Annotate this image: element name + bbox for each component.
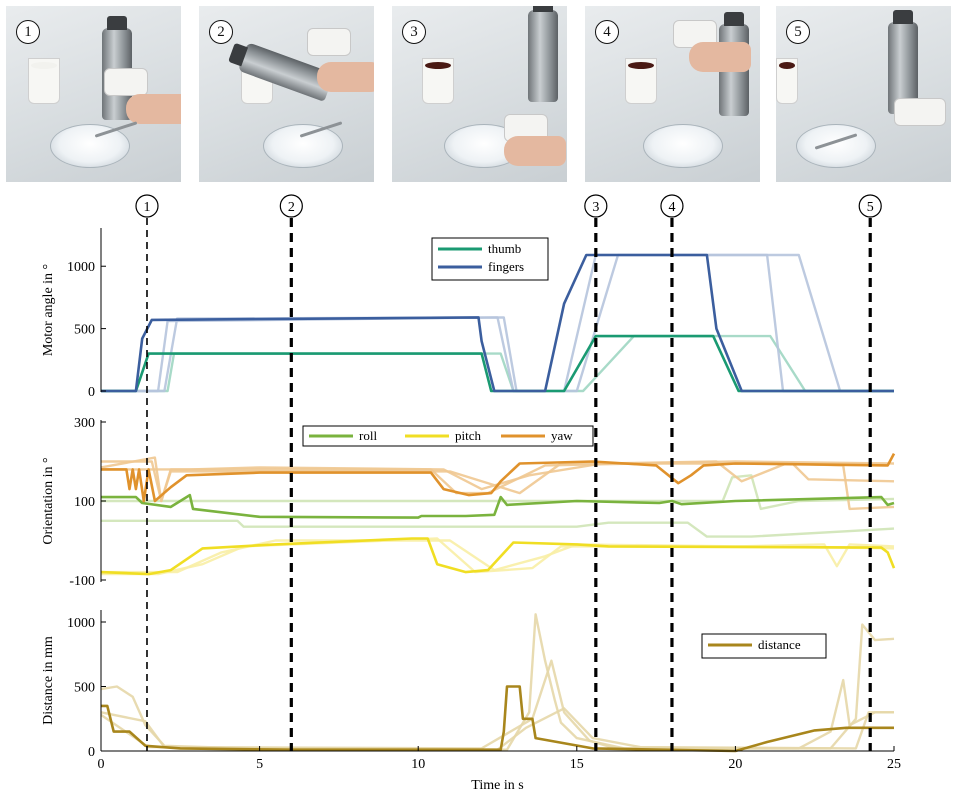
series-pitch-trial-line — [101, 537, 895, 576]
human-hand — [689, 42, 751, 72]
series-distance-trial-line — [100, 613, 895, 751]
legend-label-yaw: yaw — [551, 428, 573, 443]
step-number-badge: 5 — [786, 20, 810, 44]
prosthetic-hand — [307, 28, 351, 56]
legend-label-thumb: thumb — [488, 241, 521, 256]
step-number-badge: 2 — [209, 20, 233, 44]
legend-label-roll: roll — [359, 428, 377, 443]
x-tick-label: 0 — [98, 757, 105, 772]
x-axis-label: Time in s — [471, 778, 523, 793]
y-axis-label: Motor angle in ° — [41, 264, 56, 356]
y-axis-label: Orientation in ° — [41, 457, 56, 544]
series-fingers-line — [101, 253, 894, 393]
photo-step-4: 4 — [585, 6, 760, 182]
photo-step-5: 5 — [776, 6, 951, 182]
y-tick-label: 0 — [88, 385, 95, 400]
y-tick-label: 300 — [74, 416, 95, 431]
mug — [422, 58, 454, 104]
event-label-5: 5 — [867, 200, 874, 215]
series-distance-line — [101, 685, 894, 753]
series-distance-trial-line — [100, 659, 894, 750]
y-tick-label: 1000 — [67, 616, 95, 631]
thermos-flask — [528, 6, 558, 102]
y-tick-label: 1000 — [67, 260, 95, 275]
event-label-3: 3 — [592, 200, 599, 215]
legend-panel-2: roll pitch yaw — [302, 425, 594, 447]
photo-step-3: 3 — [392, 6, 567, 182]
step-number-badge: 3 — [402, 20, 426, 44]
event-label-2: 2 — [288, 200, 295, 215]
mug — [776, 58, 798, 104]
step-number-badge: 1 — [16, 20, 40, 44]
x-tick-label: 5 — [256, 757, 263, 772]
sugar-bowl — [796, 124, 876, 168]
legend-label-pitch: pitch — [455, 428, 481, 443]
y-tick-label: -100 — [69, 574, 95, 589]
legend-label-fingers: fingers — [488, 259, 524, 274]
event-circle-3 — [584, 194, 608, 218]
series-pitch-trial-line — [101, 539, 895, 574]
photo-strip: 1 2 3 4 5 — [0, 0, 957, 190]
series-roll-line — [101, 493, 895, 519]
faded-trials — [100, 253, 895, 751]
prosthetic-hand — [894, 98, 946, 126]
event-label-1: 1 — [143, 200, 150, 215]
y-axis-label: Distance in mm — [41, 636, 56, 725]
legend-panel-3: distance — [701, 633, 827, 659]
human-hand — [126, 94, 181, 124]
series-distance-trial-line — [100, 707, 894, 751]
legends: thumb fingers roll pitch yaw distance — [302, 237, 827, 659]
x-tick-label: 25 — [887, 757, 901, 772]
main-trials — [100, 253, 896, 753]
sugar-bowl — [263, 124, 343, 168]
series-roll-trial-line — [101, 519, 895, 538]
human-hand — [317, 62, 374, 92]
step-number-badge: 4 — [595, 20, 619, 44]
legend-panel-1: thumb fingers — [431, 237, 549, 281]
series-yaw-line — [101, 452, 896, 503]
legend-box — [431, 237, 549, 281]
x-tick-label: 15 — [570, 757, 584, 772]
y-tick-label: 500 — [74, 681, 95, 696]
series-pitch-line — [100, 537, 896, 576]
event-markers: 1 2 3 4 5 — [135, 194, 882, 751]
x-tick-label: 10 — [411, 757, 425, 772]
series-thumb-trial-line — [101, 334, 894, 393]
event-label-4: 4 — [668, 200, 675, 215]
sugar-bowl — [643, 124, 723, 168]
human-hand — [504, 136, 566, 166]
mug — [28, 58, 60, 104]
event-circle-1 — [135, 194, 159, 218]
photo-step-1: 1 — [6, 6, 181, 182]
event-circle-4 — [660, 194, 684, 218]
y-tick-label: 0 — [88, 745, 95, 760]
y-tick-label: 500 — [74, 323, 95, 338]
prosthetic-hand — [104, 68, 148, 96]
event-circle-5 — [858, 194, 882, 218]
sugar-bowl — [50, 124, 130, 168]
event-circle-2 — [279, 194, 303, 218]
series-yaw-trial-line — [100, 456, 895, 503]
x-tick-label: 20 — [728, 757, 742, 772]
legend-label-distance: distance — [758, 637, 801, 652]
y-tick-label: 100 — [74, 495, 95, 510]
mug — [625, 58, 657, 104]
photo-step-2: 2 — [199, 6, 374, 182]
